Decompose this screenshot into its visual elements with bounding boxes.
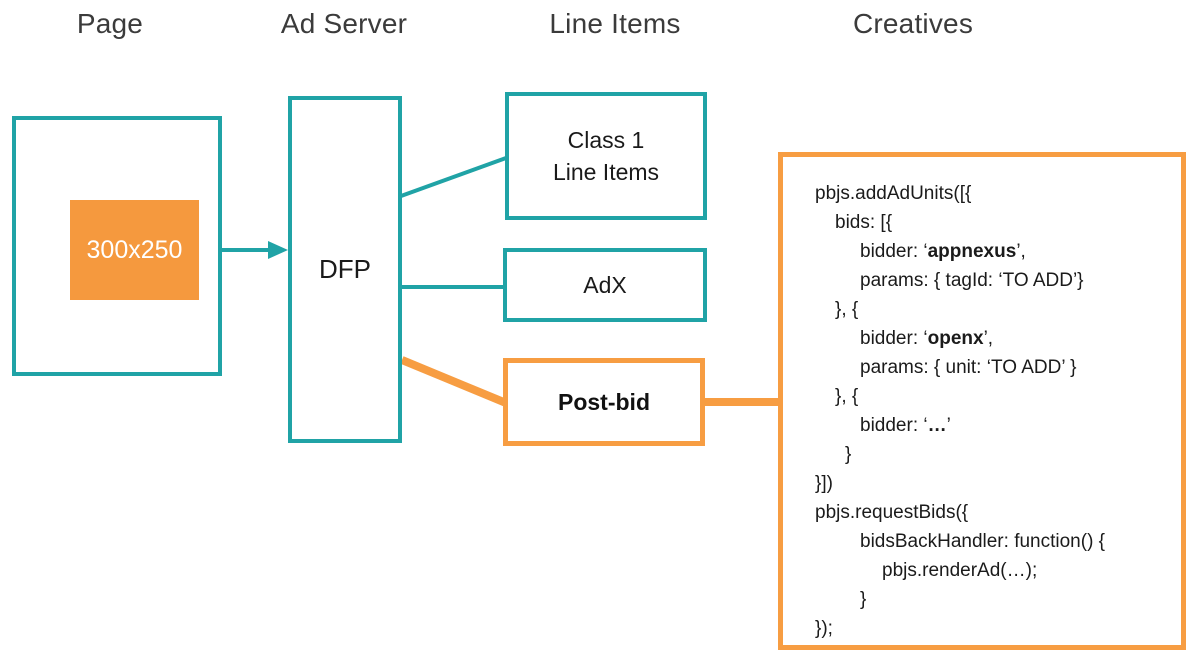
code-segment: params: { unit: ‘TO ADD’ }	[860, 357, 1077, 378]
class1-line-items-box: Class 1 Line Items	[505, 92, 707, 220]
code-line: bidder: ‘…’	[815, 411, 1173, 440]
code-line: bids: [{	[815, 208, 1173, 237]
code-segment: ’,	[1016, 241, 1026, 262]
ad-slot-label: 300x250	[86, 235, 183, 264]
code-segment-bold: openx	[927, 328, 984, 349]
class1-label-line1: Class 1	[567, 127, 645, 153]
code-segment: bids: [{	[835, 212, 893, 233]
code-block: pbjs.addAdUnits([{bids: [{bidder: ‘appne…	[815, 179, 1173, 643]
code-segment: }	[845, 444, 852, 465]
adx-box: AdX	[503, 248, 707, 322]
column-header-line-items: Line Items	[549, 8, 681, 39]
postbid-label: Post-bid	[558, 388, 650, 415]
code-line: bidder: ‘appnexus’,	[815, 237, 1173, 266]
code-line: params: { tagId: ‘TO ADD’}	[815, 266, 1173, 295]
code-segment: }])	[815, 473, 833, 494]
connector-dfp-postbid	[400, 356, 508, 407]
code-line: pbjs.requestBids({	[815, 498, 1173, 527]
postbid-box: Post-bid	[503, 358, 705, 446]
code-line: });	[815, 614, 1173, 643]
column-header-creatives: Creatives	[852, 8, 974, 39]
code-segment: bidsBackHandler: function() {	[860, 531, 1106, 552]
code-line: }])	[815, 469, 1173, 498]
code-line: }, {	[815, 295, 1173, 324]
creatives-code-box: pbjs.addAdUnits([{bids: [{bidder: ‘appne…	[778, 152, 1186, 650]
code-line: }	[815, 585, 1173, 614]
class1-label-line2: Line Items	[552, 159, 660, 185]
class1-label: Class 1 Line Items	[553, 124, 659, 188]
code-segment-bold: appnexus	[927, 241, 1017, 262]
code-segment: bidder: ‘	[860, 415, 928, 436]
code-segment: bidder: ‘	[860, 328, 928, 349]
code-segment: ’,	[983, 328, 994, 349]
code-segment: pbjs.requestBids({	[815, 502, 969, 523]
code-line: }, {	[815, 382, 1173, 411]
code-line: }	[815, 440, 1173, 469]
code-line: params: { unit: ‘TO ADD’ }	[815, 353, 1173, 382]
code-segment: ’	[946, 415, 951, 436]
code-segment-bold: …	[927, 415, 947, 436]
code-line: pbjs.renderAd(…);	[815, 556, 1173, 585]
code-line: bidsBackHandler: function() {	[815, 527, 1173, 556]
ad-slot-300x250: 300x250	[70, 200, 199, 300]
code-segment: bidder: ‘	[860, 241, 928, 262]
code-segment: params: { tagId: ‘TO ADD’}	[860, 270, 1084, 291]
dfp-label: DFP	[319, 254, 371, 284]
code-line: bidder: ‘openx’,	[815, 324, 1173, 353]
code-segment: pbjs.addAdUnits([{	[815, 183, 972, 204]
code-segment: });	[815, 618, 833, 639]
code-segment: }, {	[835, 386, 859, 407]
adx-label: AdX	[583, 271, 627, 298]
code-line: pbjs.addAdUnits([{	[815, 179, 1173, 208]
column-header-page: Page	[76, 8, 144, 39]
connector-dfp-class1	[400, 156, 507, 198]
code-segment: pbjs.renderAd(…);	[882, 560, 1038, 581]
code-segment: }, {	[835, 299, 859, 320]
dfp-box: DFP	[288, 96, 402, 443]
code-segment: }	[860, 589, 867, 610]
column-header-ad-server: Ad Server	[280, 8, 408, 39]
